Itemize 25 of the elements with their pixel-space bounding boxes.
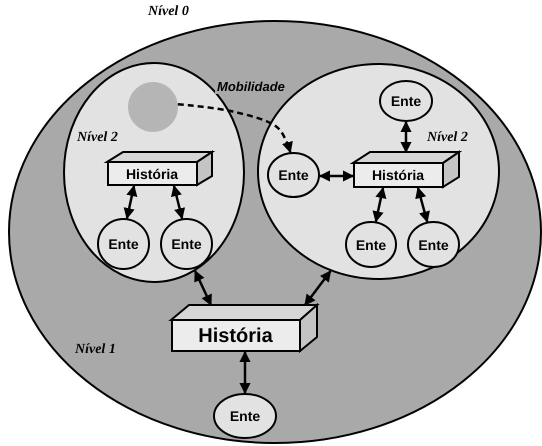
dashed-arrow: [178, 103, 293, 154]
double-arrow: [415, 186, 430, 223]
level-label: Nível 2: [427, 130, 468, 146]
node-label: História: [370, 167, 426, 184]
node-label: Ente: [277, 167, 310, 183]
node-label: Ente: [390, 93, 422, 109]
node-label: Ente: [170, 236, 203, 252]
level-label: Nível 0: [148, 4, 189, 20]
double-arrow: [400, 120, 412, 154]
level-label: Nível 2: [77, 130, 118, 146]
node-label: Ente: [107, 236, 140, 252]
double-arrow: [372, 186, 386, 223]
double-arrow: [239, 350, 251, 394]
double-arrow: [304, 270, 332, 306]
node-label: História: [197, 324, 274, 348]
node-label: Ente: [228, 408, 262, 424]
node-label: História: [124, 166, 180, 182]
edge-label: Mobilidade: [215, 79, 287, 94]
double-arrow: [318, 170, 354, 182]
node-label: Ente: [417, 236, 450, 252]
double-arrow: [194, 270, 212, 306]
double-arrow: [171, 184, 186, 220]
node-label: Ente: [354, 236, 388, 252]
double-arrow: [124, 184, 138, 220]
level-label: Nível 1: [75, 342, 116, 358]
